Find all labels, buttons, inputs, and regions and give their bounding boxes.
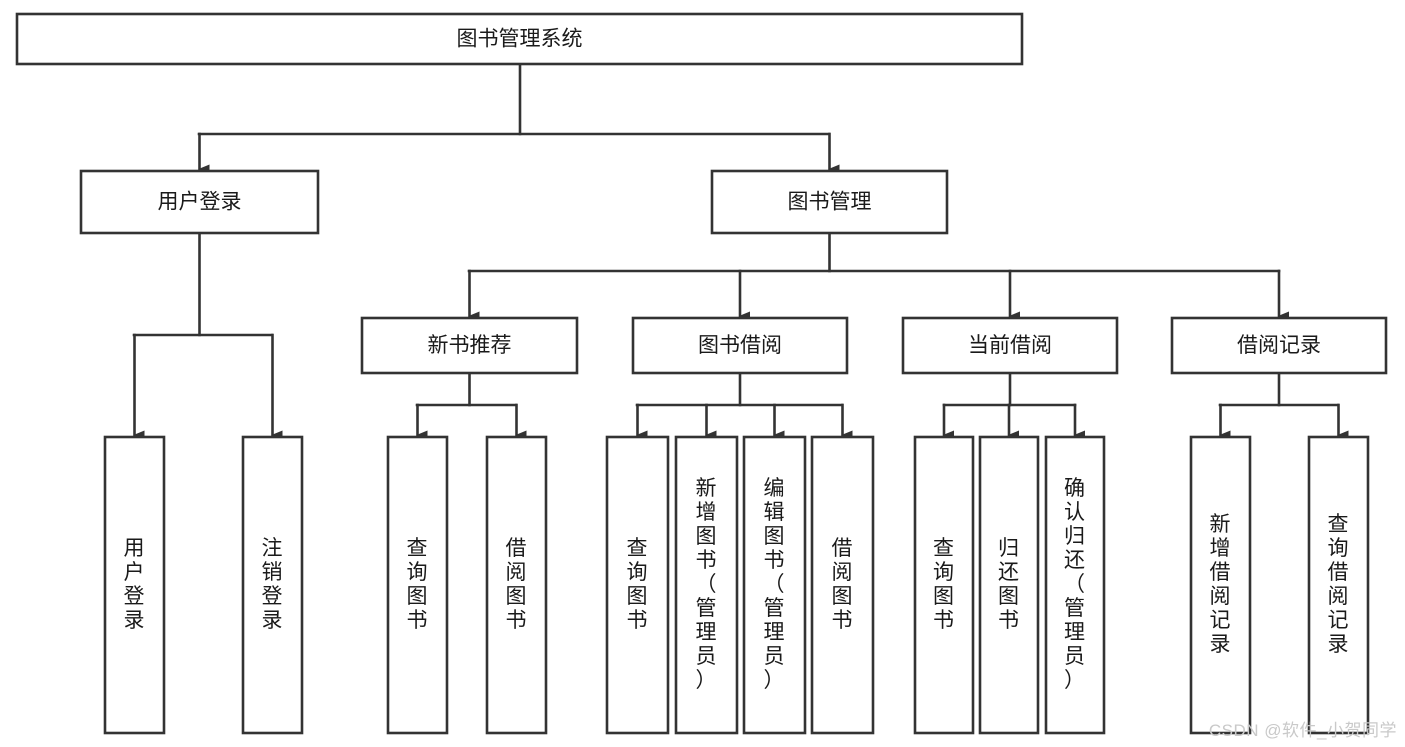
node-leaf-confirm-return[interactable]: 确认归还（管理员） (1044, 435, 1106, 735)
node-label: 借阅图书 (832, 537, 854, 632)
node-leaf-add-book[interactable]: 新增图书（管理员） (674, 435, 739, 735)
node-label: 用户登录 (124, 537, 146, 632)
node-rect (386, 435, 449, 735)
node-rect (103, 435, 166, 735)
node-leaf-query-book-cur[interactable]: 查询图书 (913, 435, 975, 735)
node-label: 借阅记录 (1237, 334, 1321, 357)
node-leaf-user-login[interactable]: 用户登录 (103, 435, 166, 735)
node-label: 当前借阅 (968, 334, 1052, 357)
node-user-login[interactable]: 用户登录 (79, 169, 320, 235)
node-rect (1307, 435, 1370, 735)
node-label: 新增借阅记录 (1210, 513, 1232, 656)
node-rect (79, 169, 320, 235)
node-label: 用户登录 (158, 191, 242, 214)
node-book-manage[interactable]: 图书管理 (710, 169, 949, 235)
node-rect (1044, 435, 1106, 735)
node-rect (1189, 435, 1252, 735)
node-rect (901, 316, 1119, 375)
node-label: 查询图书 (627, 537, 649, 632)
node-rect (810, 435, 875, 735)
node-new-book-rec[interactable]: 新书推荐 (360, 316, 579, 375)
node-label: 查询图书 (933, 537, 955, 632)
node-rect (631, 316, 849, 375)
node-label: 新书推荐 (428, 334, 512, 357)
node-label: 确认归还（管理员） (1064, 477, 1086, 692)
node-rect (485, 435, 548, 735)
node-leaf-query-record[interactable]: 查询借阅记录 (1307, 435, 1370, 735)
node-rect (360, 316, 579, 375)
connector-lines (132, 62, 1349, 440)
node-label: 归还图书 (998, 537, 1020, 632)
node-rect (1170, 316, 1388, 375)
node-rect (913, 435, 975, 735)
watermark-label: CSDN @软件_小贺同学 (1208, 721, 1397, 740)
node-leaf-borrow-book-rec[interactable]: 借阅图书 (485, 435, 548, 735)
node-rect (605, 435, 670, 735)
node-leaf-edit-book[interactable]: 编辑图书（管理员） (742, 435, 807, 735)
node-book-borrow[interactable]: 图书借阅 (631, 316, 849, 375)
node-label: 注销登录 (262, 537, 284, 632)
node-label: 查询借阅记录 (1328, 513, 1350, 656)
node-leaf-add-record[interactable]: 新增借阅记录 (1189, 435, 1252, 735)
node-leaf-query-book-borrow[interactable]: 查询图书 (605, 435, 670, 735)
node-leaf-return-book[interactable]: 归还图书 (978, 435, 1040, 735)
node-label: 图书管理系统 (457, 28, 583, 51)
node-borrow-record[interactable]: 借阅记录 (1170, 316, 1388, 375)
node-leaf-query-book-rec[interactable]: 查询图书 (386, 435, 449, 735)
node-label: 编辑图书（管理员） (764, 477, 786, 692)
node-boxes: 图书管理系统用户登录图书管理新书推荐图书借阅当前借阅借阅记录用户登录注销登录查询… (15, 12, 1388, 735)
node-label: 查询图书 (407, 537, 429, 632)
node-rect (15, 12, 1024, 66)
node-current-borrow[interactable]: 当前借阅 (901, 316, 1119, 375)
node-label: 借阅图书 (506, 537, 528, 632)
node-rect (710, 169, 949, 235)
node-rect (978, 435, 1040, 735)
node-label: 图书借阅 (698, 334, 782, 357)
node-label: 图书管理 (788, 191, 872, 214)
node-root[interactable]: 图书管理系统 (15, 12, 1024, 66)
node-leaf-logout[interactable]: 注销登录 (241, 435, 304, 735)
node-rect (241, 435, 304, 735)
node-label: 新增图书（管理员） (696, 477, 718, 692)
node-rect (742, 435, 807, 735)
node-rect (674, 435, 739, 735)
node-leaf-borrow-book[interactable]: 借阅图书 (810, 435, 875, 735)
